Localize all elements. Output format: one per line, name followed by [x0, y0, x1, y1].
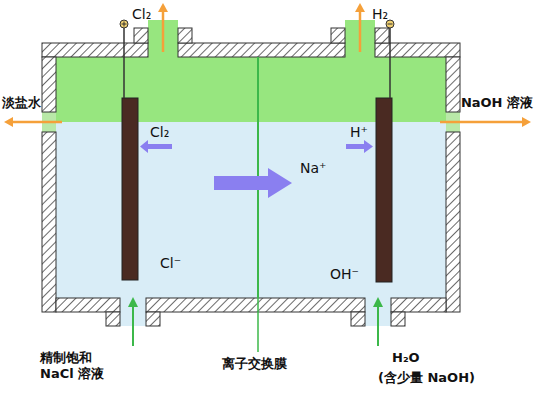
- outflow-label: 淡盐水: [2, 95, 41, 111]
- inlet-arrow: [128, 297, 383, 346]
- gas-label: H₂: [372, 6, 388, 24]
- inlet-label: (含少量 NaOH): [378, 370, 475, 386]
- ion-label: Na⁺: [300, 160, 326, 178]
- ion-label: OH⁻: [330, 266, 359, 284]
- terminal-sign: [124, 22, 125, 27]
- ion-arrow: [140, 140, 373, 198]
- ion-label: Cl⁻: [160, 255, 181, 273]
- wire: [123, 28, 125, 98]
- wire: [389, 28, 391, 98]
- outflow-label: NaOH 溶液: [461, 95, 533, 111]
- leader-line: [257, 298, 259, 352]
- gas-label: Cl₂: [132, 6, 151, 24]
- membrane-label: 离子交换膜: [222, 356, 287, 372]
- terminal-sign: [388, 24, 393, 25]
- outflow-arrow: [4, 3, 531, 127]
- cathode: [376, 98, 392, 282]
- inlet-label: H₂O: [392, 350, 420, 366]
- anode: [122, 98, 138, 280]
- inlet-label: 精制饱和 NaCl 溶液: [40, 350, 116, 383]
- terminal-positive: [120, 20, 128, 28]
- gas-label: Cl₂: [150, 124, 169, 142]
- cell-wall: [42, 28, 460, 326]
- ion-label: H⁺: [350, 124, 368, 142]
